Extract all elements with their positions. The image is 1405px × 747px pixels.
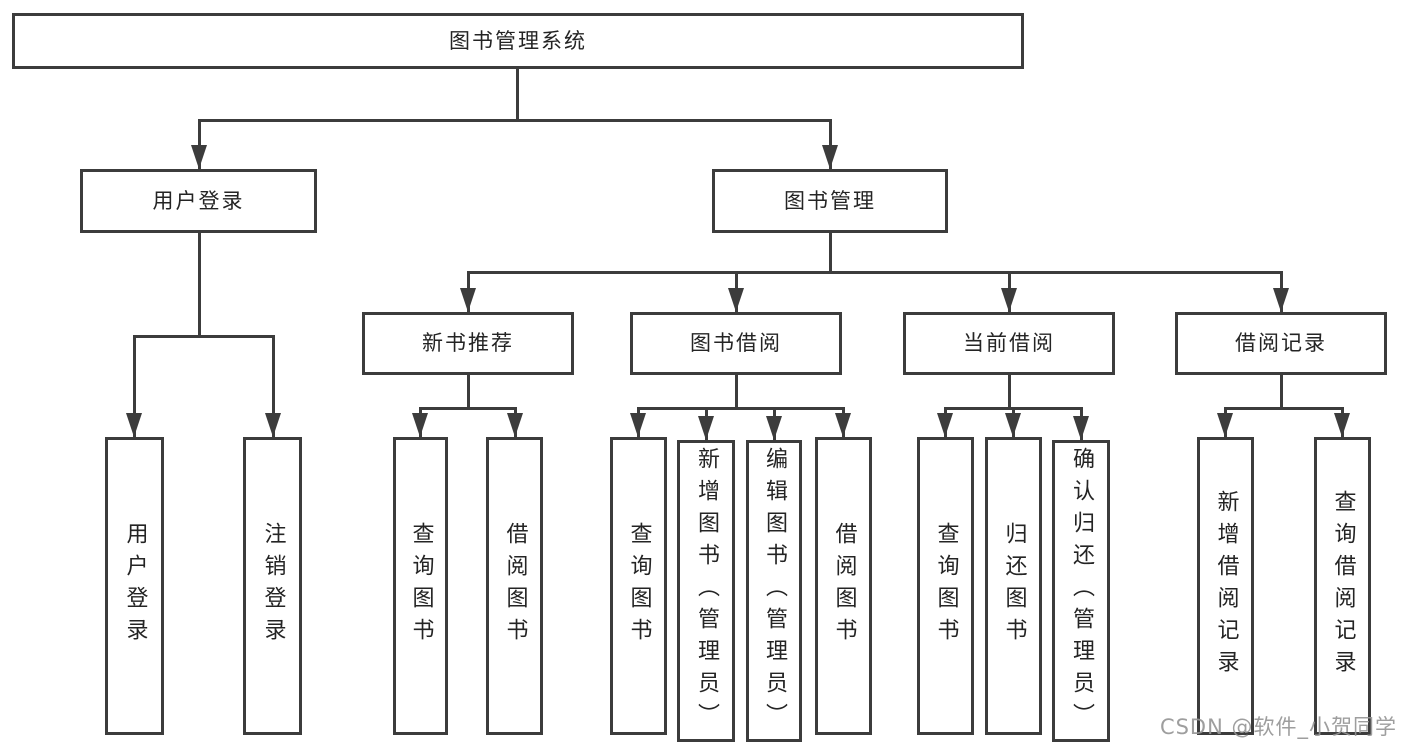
leaf-borrow-books: 借阅图书: [486, 437, 543, 735]
connector-line: [271, 336, 275, 437]
node-label: 查询借阅记录: [1330, 490, 1356, 682]
leaf-confirm-return-admin: 确认归还（管理员）: [1052, 440, 1110, 742]
connector-line: [197, 233, 201, 336]
node-label: 注销登录: [260, 522, 286, 650]
arrow-down-icon: [507, 413, 523, 437]
node-book-management: 图书管理: [712, 169, 948, 233]
node-label: 借阅图书: [831, 522, 857, 650]
connector-line: [132, 336, 136, 437]
node-label: 当前借阅: [963, 331, 1055, 355]
node-new-book-recommendation: 新书推荐: [362, 312, 574, 375]
node-label: 图书借阅: [690, 331, 782, 355]
leaf-query-books: 查询图书: [610, 437, 667, 735]
arrow-down-icon: [1005, 413, 1021, 437]
arrow-down-icon: [265, 413, 281, 437]
node-label: 图书管理: [784, 188, 876, 213]
connector-line: [466, 270, 1283, 274]
connector-line: [828, 233, 832, 272]
arrow-down-icon: [630, 413, 646, 437]
node-label: 用户登录: [122, 522, 148, 650]
arrow-down-icon: [1217, 413, 1233, 437]
arrow-down-icon: [835, 413, 851, 437]
arrow-down-icon: [460, 288, 476, 312]
node-label: 新增借阅记录: [1213, 490, 1239, 682]
node-borrowing-records: 借阅记录: [1175, 312, 1387, 375]
arrow-down-icon: [766, 416, 782, 440]
connector-line: [132, 334, 275, 338]
node-label: 新增图书（管理员）: [694, 447, 719, 735]
leaf-edit-book-admin: 编辑图书（管理员）: [746, 440, 802, 742]
leaf-add-book-admin: 新增图书（管理员）: [677, 440, 735, 742]
watermark: CSDN @软件_小贺同学: [1159, 715, 1397, 739]
arrow-down-icon: [698, 416, 714, 440]
leaf-borrow-books: 借阅图书: [815, 437, 872, 735]
leaf-add-borrow-record: 新增借阅记录: [1197, 437, 1254, 735]
node-label: 确认归还（管理员）: [1069, 447, 1094, 735]
leaf-query-books: 查询图书: [917, 437, 974, 735]
node-book-borrowing: 图书借阅: [630, 312, 842, 375]
node-label: 编辑图书（管理员）: [762, 447, 787, 735]
connector-line: [197, 118, 832, 122]
arrow-down-icon: [1073, 416, 1089, 440]
connector-line: [828, 120, 832, 169]
connector-line: [1279, 375, 1283, 408]
arrow-down-icon: [1273, 288, 1289, 312]
connector-line: [1007, 375, 1011, 408]
connector-line: [418, 406, 517, 410]
node-user-login: 用户登录: [80, 169, 317, 233]
connector-line: [1223, 406, 1344, 410]
arrow-down-icon: [728, 288, 744, 312]
node-label: 查询图书: [408, 522, 434, 650]
leaf-query-books: 查询图书: [393, 437, 448, 735]
node-label: 借阅图书: [502, 522, 528, 650]
leaf-return-books: 归还图书: [985, 437, 1042, 735]
connector-line: [636, 406, 845, 410]
node-label: 借阅记录: [1235, 331, 1327, 355]
leaf-logout: 注销登录: [243, 437, 302, 735]
node-label: 新书推荐: [422, 331, 514, 355]
connector-line: [734, 375, 738, 408]
arrow-down-icon: [412, 413, 428, 437]
node-label: 用户登录: [152, 188, 245, 213]
node-label: 查询图书: [626, 522, 652, 650]
arrow-down-icon: [126, 413, 142, 437]
arrow-down-icon: [1001, 288, 1017, 312]
node-label: 归还图书: [1001, 522, 1027, 650]
connector-line: [943, 406, 1083, 410]
connector-line: [197, 120, 201, 169]
arrow-down-icon: [822, 145, 838, 169]
node-label: 查询图书: [933, 522, 959, 650]
leaf-query-borrow-record: 查询借阅记录: [1314, 437, 1371, 735]
node-label: 图书管理系统: [449, 28, 587, 53]
connector-line: [466, 375, 470, 408]
leaf-user-login: 用户登录: [105, 437, 164, 735]
connector-line: [515, 69, 519, 120]
arrow-down-icon: [937, 413, 953, 437]
node-library-management-system: 图书管理系统: [12, 13, 1024, 69]
arrow-down-icon: [1334, 413, 1350, 437]
arrow-down-icon: [191, 145, 207, 169]
node-current-borrowing: 当前借阅: [903, 312, 1115, 375]
